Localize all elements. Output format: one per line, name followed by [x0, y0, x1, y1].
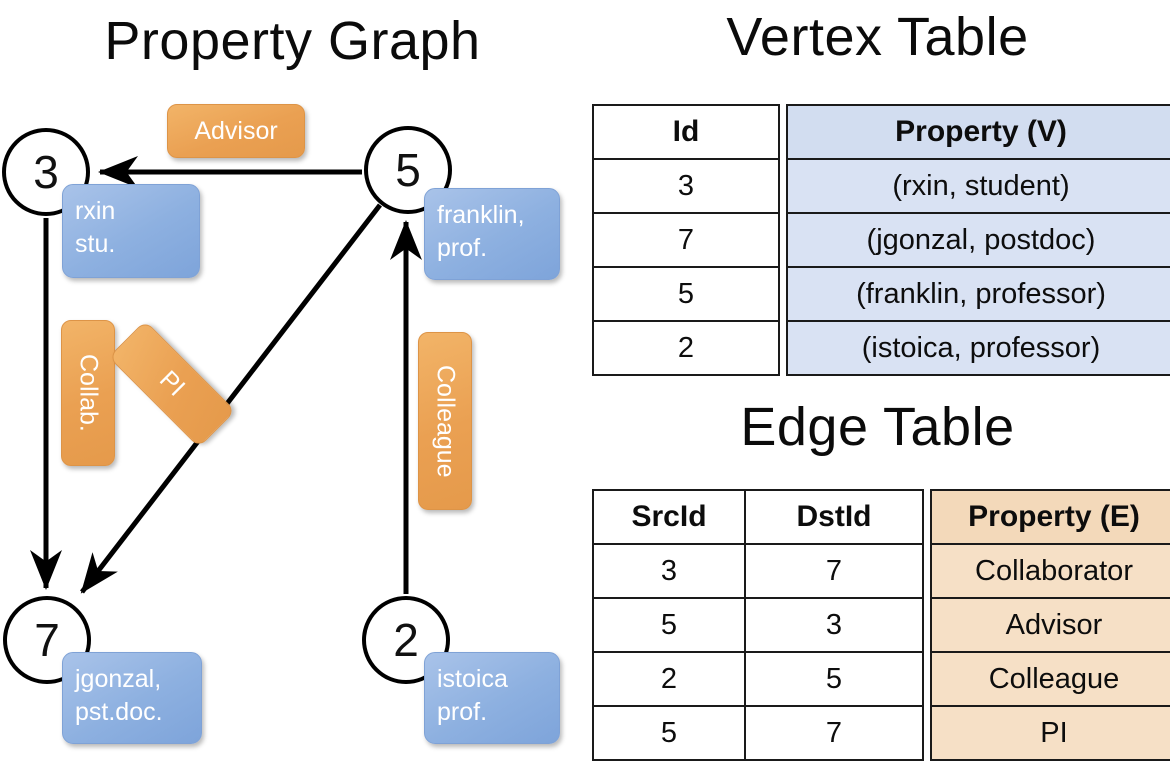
property-graph-diagram: 3 5 7 2 rxin stu. franklin, prof. jgonza…: [0, 0, 585, 760]
table-row[interactable]: 5 7 PI: [592, 705, 1170, 761]
edge-table-header-dstid: DstId: [744, 489, 924, 545]
edge-cell-srcid: 5: [592, 705, 746, 761]
edge-label-colleague[interactable]: Colleague: [418, 332, 472, 510]
edge-table-column-gap: [923, 544, 931, 598]
table-row[interactable]: 3 7 Collaborator: [592, 543, 1170, 599]
edge-table-header-property: Property (E): [930, 489, 1170, 545]
vertex-table-header-row: Id Property (V): [592, 104, 1170, 160]
edge-table-column-gap: [923, 652, 931, 706]
graph-node-2-label: 2: [393, 614, 419, 666]
graph-node-5[interactable]: 5: [364, 126, 452, 214]
node-property-rxin-line2: stu.: [75, 229, 116, 258]
edge-cell-property: Collaborator: [930, 543, 1170, 599]
edge-cell-dstid: 5: [744, 651, 924, 707]
edge-label-colleague-text: Colleague: [431, 364, 460, 478]
edge-table-column-gap: [923, 598, 931, 652]
vertex-table-column-gap: [779, 321, 787, 375]
table-row[interactable]: 2 5 Colleague: [592, 651, 1170, 707]
edge-cell-srcid: 3: [592, 543, 746, 599]
edge-table-header-srcid: SrcId: [592, 489, 746, 545]
vertex-cell-id: 5: [592, 266, 780, 322]
edge-table-header-row: SrcId DstId Property (E): [592, 489, 1170, 545]
edge-cell-dstid: 7: [744, 543, 924, 599]
edge-label-pi-text: PI: [154, 365, 191, 402]
vertex-table-column-gap: [779, 267, 787, 321]
node-property-jgonzal-line1: jgonzal,: [75, 665, 162, 693]
edge-arrow-pi: [80, 203, 382, 594]
vertex-cell-property: (franklin, professor): [786, 266, 1170, 322]
edge-cell-srcid: 5: [592, 597, 746, 653]
table-row[interactable]: 3 (rxin, student): [592, 158, 1170, 214]
edge-cell-dstid: 7: [744, 705, 924, 761]
vertex-cell-id: 7: [592, 212, 780, 268]
vertex-cell-property: (jgonzal, postdoc): [786, 212, 1170, 268]
edge-label-advisor[interactable]: Advisor: [167, 104, 305, 158]
graph-node-2[interactable]: 2: [362, 596, 450, 684]
edge-cell-property: Advisor: [930, 597, 1170, 653]
node-property-jgonzal-line2: pst.doc.: [75, 697, 163, 726]
node-property-franklin-line2: prof.: [437, 233, 488, 262]
vertex-cell-id: 3: [592, 158, 780, 214]
edge-table-column-gap: [923, 490, 931, 544]
vertex-cell-property: (rxin, student): [786, 158, 1170, 214]
vertex-table-header-property: Property (V): [786, 104, 1170, 160]
graph-node-7-label: 7: [34, 614, 60, 666]
edge-cell-property: PI: [930, 705, 1170, 761]
node-property-franklin-line1: franklin,: [437, 201, 525, 229]
table-row[interactable]: 7 (jgonzal, postdoc): [592, 212, 1170, 268]
vertex-cell-id: 2: [592, 320, 780, 376]
vertex-table-column-gap: [779, 159, 787, 213]
table-row[interactable]: 5 (franklin, professor): [592, 266, 1170, 322]
node-property-box-franklin[interactable]: franklin, prof.: [424, 188, 560, 280]
node-property-istoica-line1: istoica: [437, 665, 508, 693]
graph-edge-arrows: [30, 156, 422, 594]
edge-table-column-gap: [923, 706, 931, 760]
edge-cell-dstid: 3: [744, 597, 924, 653]
edge-cell-property: Colleague: [930, 651, 1170, 707]
page-title-property-graph: Property Graph: [104, 11, 481, 71]
edge-label-advisor-text: Advisor: [194, 116, 278, 145]
edge-cell-srcid: 2: [592, 651, 746, 707]
vertex-table-column-gap: [779, 105, 787, 159]
node-property-rxin-line1: rxin: [75, 197, 116, 225]
vertex-table: Id Property (V) 3 (rxin, student) 7 (jgo…: [592, 104, 1170, 376]
node-property-box-jgonzal[interactable]: jgonzal, pst.doc.: [62, 652, 202, 744]
vertex-table-header-id: Id: [592, 104, 780, 160]
graph-node-3-label: 3: [33, 146, 59, 198]
page-title-vertex-table: Vertex Table: [726, 7, 1029, 67]
node-property-box-rxin[interactable]: rxin stu.: [62, 184, 200, 278]
graph-node-5-label: 5: [395, 144, 421, 196]
edge-label-collab[interactable]: Collab.: [61, 320, 115, 466]
table-row[interactable]: 2 (istoica, professor): [592, 320, 1170, 376]
vertex-table-column-gap: [779, 213, 787, 267]
node-property-box-istoica[interactable]: istoica prof.: [424, 652, 560, 744]
table-row[interactable]: 5 3 Advisor: [592, 597, 1170, 653]
edge-table: SrcId DstId Property (E) 3 7 Collaborato…: [592, 489, 1170, 761]
vertex-cell-property: (istoica, professor): [786, 320, 1170, 376]
page-title-edge-table: Edge Table: [740, 397, 1015, 457]
edge-label-collab-text: Collab.: [74, 354, 103, 432]
node-property-istoica-line2: prof.: [437, 697, 488, 726]
